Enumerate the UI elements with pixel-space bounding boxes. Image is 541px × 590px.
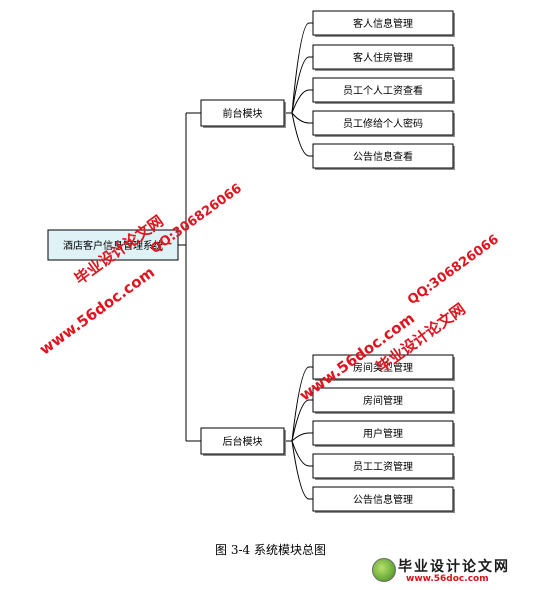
group-node-1-label: 后台模块 <box>223 435 263 448</box>
connector-lines <box>178 22 313 500</box>
group-node-0: 前台模块 <box>200 99 286 128</box>
group-1-to-item-1-line <box>284 399 313 442</box>
group-0-to-item-2-line <box>284 89 313 114</box>
module-node-1-4: 公告信息管理 <box>312 486 455 513</box>
module-node-1-2-label: 用户管理 <box>363 427 403 440</box>
module-node-1-3-label: 员工工资管理 <box>353 460 413 473</box>
module-node-0-3: 员工修给个人密码 <box>312 110 455 137</box>
group-node-1: 后台模块 <box>200 427 286 456</box>
group-node-0-label: 前台模块 <box>223 107 263 120</box>
module-node-1-3: 员工工资管理 <box>312 453 455 480</box>
module-tree-diagram: 酒店客户信息管理系统 前台模块 客人信息管理客人住房管理员工个人工资查看员工修给个人… <box>47 10 455 513</box>
logo-url: www.56doc.com <box>406 574 489 584</box>
module-node-0-2-label: 员工个人工资查看 <box>343 84 423 97</box>
root-node-label: 酒店客户信息管理系统 <box>63 239 163 252</box>
group-1-to-item-4-line <box>284 440 313 500</box>
module-node-0-0: 客人信息管理 <box>312 10 455 37</box>
diagram-nodes: 酒店客户信息管理系统 前台模块 客人信息管理客人住房管理员工个人工资查看员工修给个人… <box>47 10 455 513</box>
group-1-to-item-2-line <box>284 432 313 442</box>
module-node-1-4-label: 公告信息管理 <box>353 493 413 506</box>
group-1-to-item-0-line <box>284 366 313 442</box>
module-node-0-4-label: 公告信息查看 <box>353 150 413 163</box>
module-node-0-4: 公告信息查看 <box>312 143 455 170</box>
module-node-1-0: 房间类型管理 <box>312 354 455 381</box>
module-node-1-1: 房间管理 <box>312 387 455 414</box>
group-0-to-item-1-line <box>284 56 313 114</box>
group-0-to-item-4-line <box>284 112 313 157</box>
module-node-0-3-label: 员工修给个人密码 <box>343 117 423 130</box>
module-node-1-1-label: 房间管理 <box>363 394 403 407</box>
group-0-to-item-3-line <box>284 112 313 124</box>
module-node-1-0-label: 房间类型管理 <box>353 361 413 374</box>
module-node-0-0-label: 客人信息管理 <box>353 17 413 30</box>
module-node-0-1: 客人住房管理 <box>312 44 455 71</box>
module-node-0-2: 员工个人工资查看 <box>312 77 455 104</box>
site-logo: 毕业设计论文网 www.56doc.com <box>372 556 537 586</box>
module-node-0-1-label: 客人住房管理 <box>353 51 413 64</box>
group-1-to-item-3-line <box>284 440 313 467</box>
module-node-1-2: 用户管理 <box>312 420 455 447</box>
logo-title: 毕业设计论文网 <box>398 559 510 575</box>
root-node: 酒店客户信息管理系统 <box>47 229 179 261</box>
figure-caption: 图 3-4 系统模块总图 <box>215 543 326 557</box>
logo-badge-icon <box>372 558 396 582</box>
